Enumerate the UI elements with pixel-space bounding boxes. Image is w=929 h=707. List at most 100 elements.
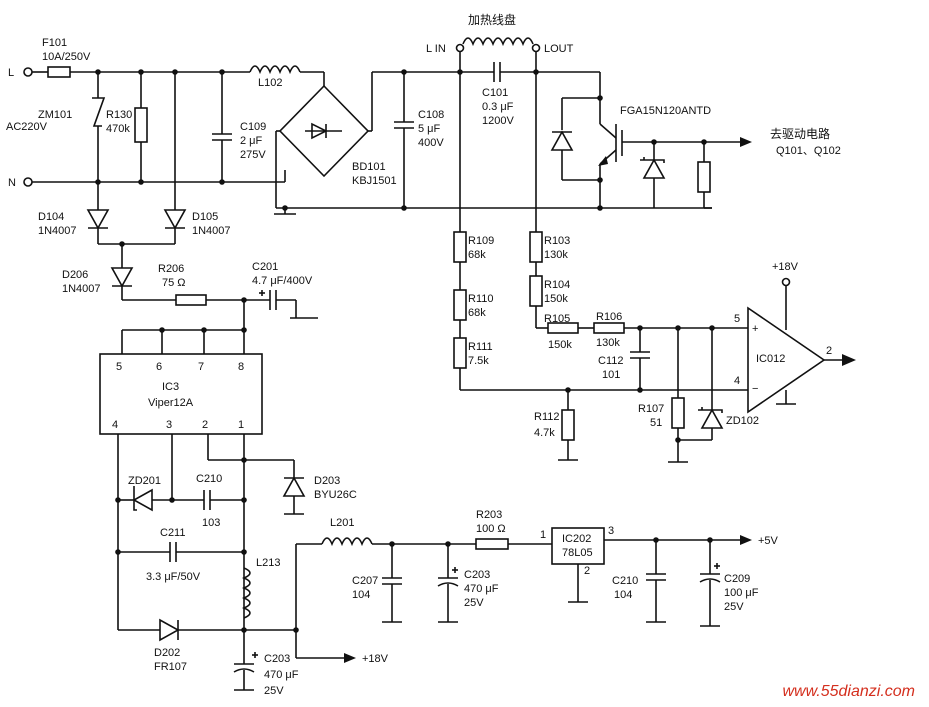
label-lout: LOUT xyxy=(544,43,574,55)
label-c201-value: 4.7 μF/400V xyxy=(252,275,313,287)
label-d203-value: BYU26C xyxy=(314,489,357,501)
label-r109: R109 xyxy=(468,235,494,247)
label-ic3-pin2: 2 xyxy=(202,419,208,431)
label-c109-value: 2 μF xyxy=(240,135,263,147)
label-r206: R206 xyxy=(158,263,184,275)
label-pin4: 4 xyxy=(734,375,740,387)
bridge-section xyxy=(249,65,712,215)
inductor-l102 xyxy=(249,65,301,75)
label-c203b-voltage: 25V xyxy=(464,597,484,609)
label-r106: R106 xyxy=(596,311,622,323)
label-r107-value: 51 xyxy=(650,417,662,429)
label-r103-value: 130k xyxy=(544,249,568,261)
label-ic3-pin4: 4 xyxy=(112,419,118,431)
label-c207: C207 xyxy=(352,575,378,587)
label-ic202-value: 78L05 xyxy=(562,547,593,559)
label-d105: D105 xyxy=(192,211,218,223)
label-c201: C201 xyxy=(252,261,278,273)
label-c203b-value: 470 μF xyxy=(464,583,499,595)
label-ic3-pin8: 8 xyxy=(238,361,244,373)
label-r206-value: 75 Ω xyxy=(162,277,186,289)
label-c101-value: 0.3 μF xyxy=(482,101,514,113)
label-ic012: IC012 xyxy=(756,353,785,365)
label-ic3-value: Viper12A xyxy=(148,397,194,409)
terminal-n xyxy=(23,177,33,187)
label-ic202-pin3: 3 xyxy=(608,525,614,537)
label-c210b-value: 104 xyxy=(614,589,632,601)
label-lin: L IN xyxy=(426,43,446,55)
label-ic3-pin6: 6 xyxy=(156,361,162,373)
label-r103: R103 xyxy=(544,235,570,247)
label-p18: +18V xyxy=(772,261,799,273)
label-r203: R203 xyxy=(476,509,502,521)
label-f101: F101 xyxy=(42,37,67,49)
label-r104-value: 150k xyxy=(544,293,568,305)
label-pin2: 2 xyxy=(826,345,832,357)
label-out18: +18V xyxy=(362,653,389,665)
label-igbt: FGA15N120ANTD xyxy=(620,105,711,117)
label-r106-value: 130k xyxy=(596,337,620,349)
label-c101-voltage: 1200V xyxy=(482,115,514,127)
label-zm101: ZM101 xyxy=(38,109,72,121)
label-r112-value: 4.7k xyxy=(534,427,555,439)
mains-input xyxy=(23,66,318,319)
label-c203a: C203 xyxy=(264,653,290,665)
label-d203: D203 xyxy=(314,475,340,487)
label-l102: L102 xyxy=(258,77,282,89)
label-drive: 去驱动电路 xyxy=(770,126,830,141)
label-c210b: C210 xyxy=(612,575,638,587)
label-r130-value: 470k xyxy=(106,123,130,135)
resistor-r203 xyxy=(475,538,509,550)
label-c210a-value: 103 xyxy=(202,517,220,529)
label-bd101: BD101 xyxy=(352,161,386,173)
label-r109-value: 68k xyxy=(468,249,486,261)
label-c209-value: 100 μF xyxy=(724,587,759,599)
label-r110: R110 xyxy=(468,293,493,305)
label-c108-voltage: 400V xyxy=(418,137,444,149)
label-c209: C209 xyxy=(724,573,750,585)
inductor-l213 xyxy=(241,567,251,619)
label-d105-value: 1N4007 xyxy=(192,225,231,237)
label-c203a-voltage: 25V xyxy=(264,685,284,697)
label-ic202-pin1: 1 xyxy=(540,529,546,541)
resistor-r130 xyxy=(134,107,148,143)
label-f101-value: 10A/250V xyxy=(42,51,91,63)
label-r112: R112 xyxy=(534,411,559,423)
label-d104-value: 1N4007 xyxy=(38,225,77,237)
label-d104: D104 xyxy=(38,211,64,223)
heating-coil xyxy=(462,37,534,47)
fuse-f101 xyxy=(47,66,71,78)
ic202-78l05 xyxy=(551,527,605,565)
label-c211-value: 3.3 μF/50V xyxy=(146,571,201,583)
label-ic3-pin7: 7 xyxy=(198,361,204,373)
label-c108-value: 5 μF xyxy=(418,123,441,135)
label-c109-voltage: 275V xyxy=(240,149,266,161)
aux-supply xyxy=(99,300,752,691)
label-ic3-pin5: 5 xyxy=(116,361,122,373)
label-plus: + xyxy=(752,323,758,335)
label-c203b: C203 xyxy=(464,569,490,581)
label-c210a: C210 xyxy=(196,473,222,485)
label-r110-value: 68k xyxy=(468,307,486,319)
label-ic202-pin2: 2 xyxy=(584,565,590,577)
label-c108: C108 xyxy=(418,109,444,121)
label-ic3: IC3 xyxy=(162,381,179,393)
label-ic202: IC202 xyxy=(562,533,591,545)
label-c112: C112 xyxy=(598,355,623,367)
label-l201: L201 xyxy=(330,517,354,529)
sense-section xyxy=(453,231,856,463)
label-r105-value: 150k xyxy=(548,339,572,351)
label-bd101-value: KBJ1501 xyxy=(352,175,397,187)
label-zd102: ZD102 xyxy=(726,415,759,427)
label-c203a-value: 470 μF xyxy=(264,669,299,681)
resistor-r206 xyxy=(175,294,207,306)
watermark: www.55dianzi.com xyxy=(782,683,916,700)
label-drive-q: Q101、Q102 xyxy=(776,145,841,157)
label-c207-value: 104 xyxy=(352,589,370,601)
label-r104: R104 xyxy=(544,279,570,291)
label-coil: 加热线盘 xyxy=(468,12,516,27)
label-r107: R107 xyxy=(638,403,664,415)
label-r203-value: 100 Ω xyxy=(476,523,506,535)
opamp-ic012 xyxy=(747,306,826,414)
